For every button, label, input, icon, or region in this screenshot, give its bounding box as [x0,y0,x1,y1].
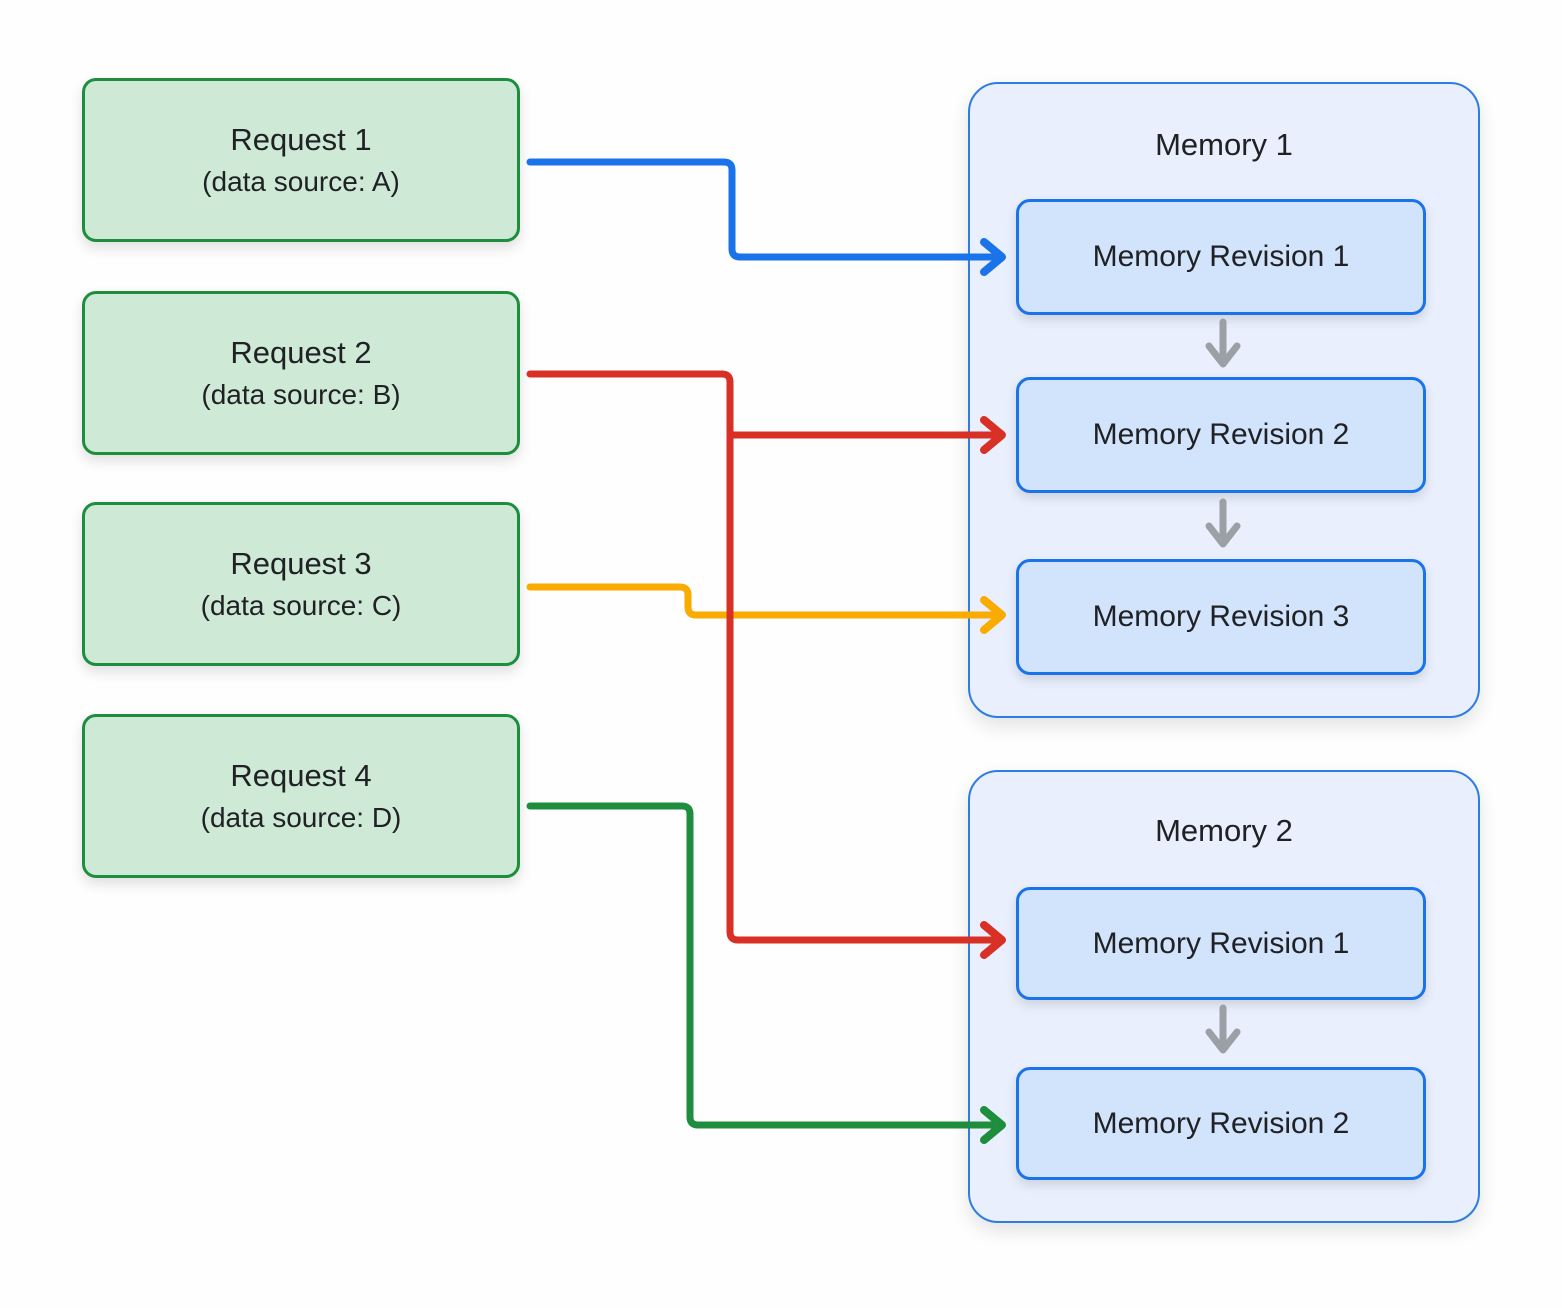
request-3-box: Request 3 (data source: C) [82,502,520,666]
memory1-revision-1-box: Memory Revision 1 [1016,199,1426,315]
memory-title: Memory 1 [1155,127,1293,162]
memory-2-container: Memory 2 Memory Revision 1 Memory Revisi… [968,770,1480,1223]
request-4-box: Request 4 (data source: D) [82,714,520,878]
connector-request2-to-memory1-revision2 [726,416,1006,454]
request-title: Request 3 [230,546,372,582]
request-1-box: Request 1 (data source: A) [82,78,520,242]
connector-request1-to-memory1-revision1 [526,158,1006,276]
request-title: Request 1 [230,122,372,158]
revision-label: Memory Revision 1 [1092,926,1350,960]
down-arrow-icon [1205,1004,1241,1054]
memory2-revision-1-box: Memory Revision 1 [1016,887,1426,1000]
revision-label: Memory Revision 2 [1092,418,1350,451]
revision-label: Memory Revision 2 [1092,1106,1350,1140]
memory-1-container: Memory 1 Memory Revision 1 Memory Revisi… [968,82,1480,718]
memory1-revision-2-box: Memory Revision 2 [1016,377,1426,493]
request-data-source: (data source: B) [201,378,401,410]
revision-label: Memory Revision 1 [1092,240,1350,273]
down-arrow-icon [1205,318,1241,368]
request-2-box: Request 2 (data source: B) [82,291,520,455]
request-title: Request 2 [230,335,372,371]
request-title: Request 4 [230,758,372,794]
connector-request3-to-memory1-revision3 [526,583,1006,634]
connector-route [526,158,996,261]
down-arrow-icon [1205,498,1241,548]
connector-route [526,802,996,1129]
connector-route [526,583,996,619]
connector-request2-to-memory2-revision1 [526,370,1006,959]
memory2-revision-2-box: Memory Revision 2 [1016,1067,1426,1180]
request-data-source: (data source: A) [202,165,400,197]
memory-title: Memory 2 [1155,813,1293,848]
memory1-revision-3-box: Memory Revision 3 [1016,559,1426,675]
request-data-source: (data source: D) [200,801,402,833]
connector-request4-to-memory2-revision2 [526,802,1006,1144]
connector-route [526,370,996,944]
revision-label: Memory Revision 3 [1092,600,1350,633]
request-data-source: (data source: C) [200,589,402,621]
